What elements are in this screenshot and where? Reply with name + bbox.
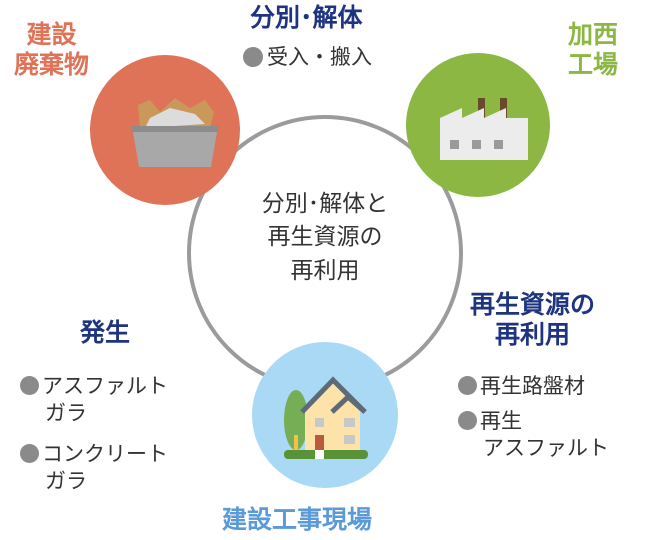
center-line: 分別･解体と — [261, 191, 389, 217]
sorting-item: 受入・搬入 — [267, 45, 372, 69]
generation-item: アスファルト ガラ — [20, 373, 168, 428]
label-line: 加西 — [568, 20, 619, 49]
bullet-dot — [458, 376, 477, 395]
bullet-dot — [458, 411, 477, 430]
item-text: コンクリート — [42, 442, 168, 466]
factory-icon — [440, 98, 528, 160]
site-circle — [252, 342, 398, 488]
generation-title: 発生 — [80, 318, 131, 347]
house-icon — [284, 376, 368, 459]
item-text: ガラ — [45, 401, 87, 426]
item-text: 再生路盤材 — [480, 374, 585, 398]
reuse-item: 再生 アスファルト — [458, 408, 609, 463]
label-line: 工場 — [568, 50, 619, 79]
center-line: 再利用 — [290, 257, 360, 284]
item-text: アスファルト — [42, 374, 168, 398]
item-text: 再生 — [480, 409, 522, 433]
center-line: 再生資源の — [267, 224, 383, 251]
label-line: 建設 — [26, 20, 77, 49]
waste-label: 建設 廃棄物 — [14, 20, 89, 80]
label-line: 廃棄物 — [14, 50, 90, 79]
plant-label: 加西 工場 — [568, 20, 618, 80]
center-title: 分別･解体と 再生資源の 再利用 — [233, 188, 417, 288]
bullet-dot — [243, 47, 263, 67]
debris-bin-icon — [132, 98, 218, 167]
site-label: 建設工事現場 — [222, 505, 373, 534]
reuse-title: 再生資源の 再利用 — [470, 290, 595, 350]
label-line: 再生資源の — [470, 290, 596, 319]
sorting-title: 分別･解体 — [250, 3, 363, 32]
generation-item: コンクリート ガラ — [20, 441, 168, 496]
item-text: アスファルト — [483, 436, 609, 461]
reuse-item: 再生路盤材 — [458, 373, 585, 400]
bullet-dot — [20, 376, 39, 395]
bullet-dot — [20, 444, 39, 463]
plant-circle — [406, 53, 550, 197]
waste-circle — [90, 55, 240, 205]
item-text: ガラ — [45, 469, 87, 494]
label-line: 再利用 — [495, 320, 571, 349]
